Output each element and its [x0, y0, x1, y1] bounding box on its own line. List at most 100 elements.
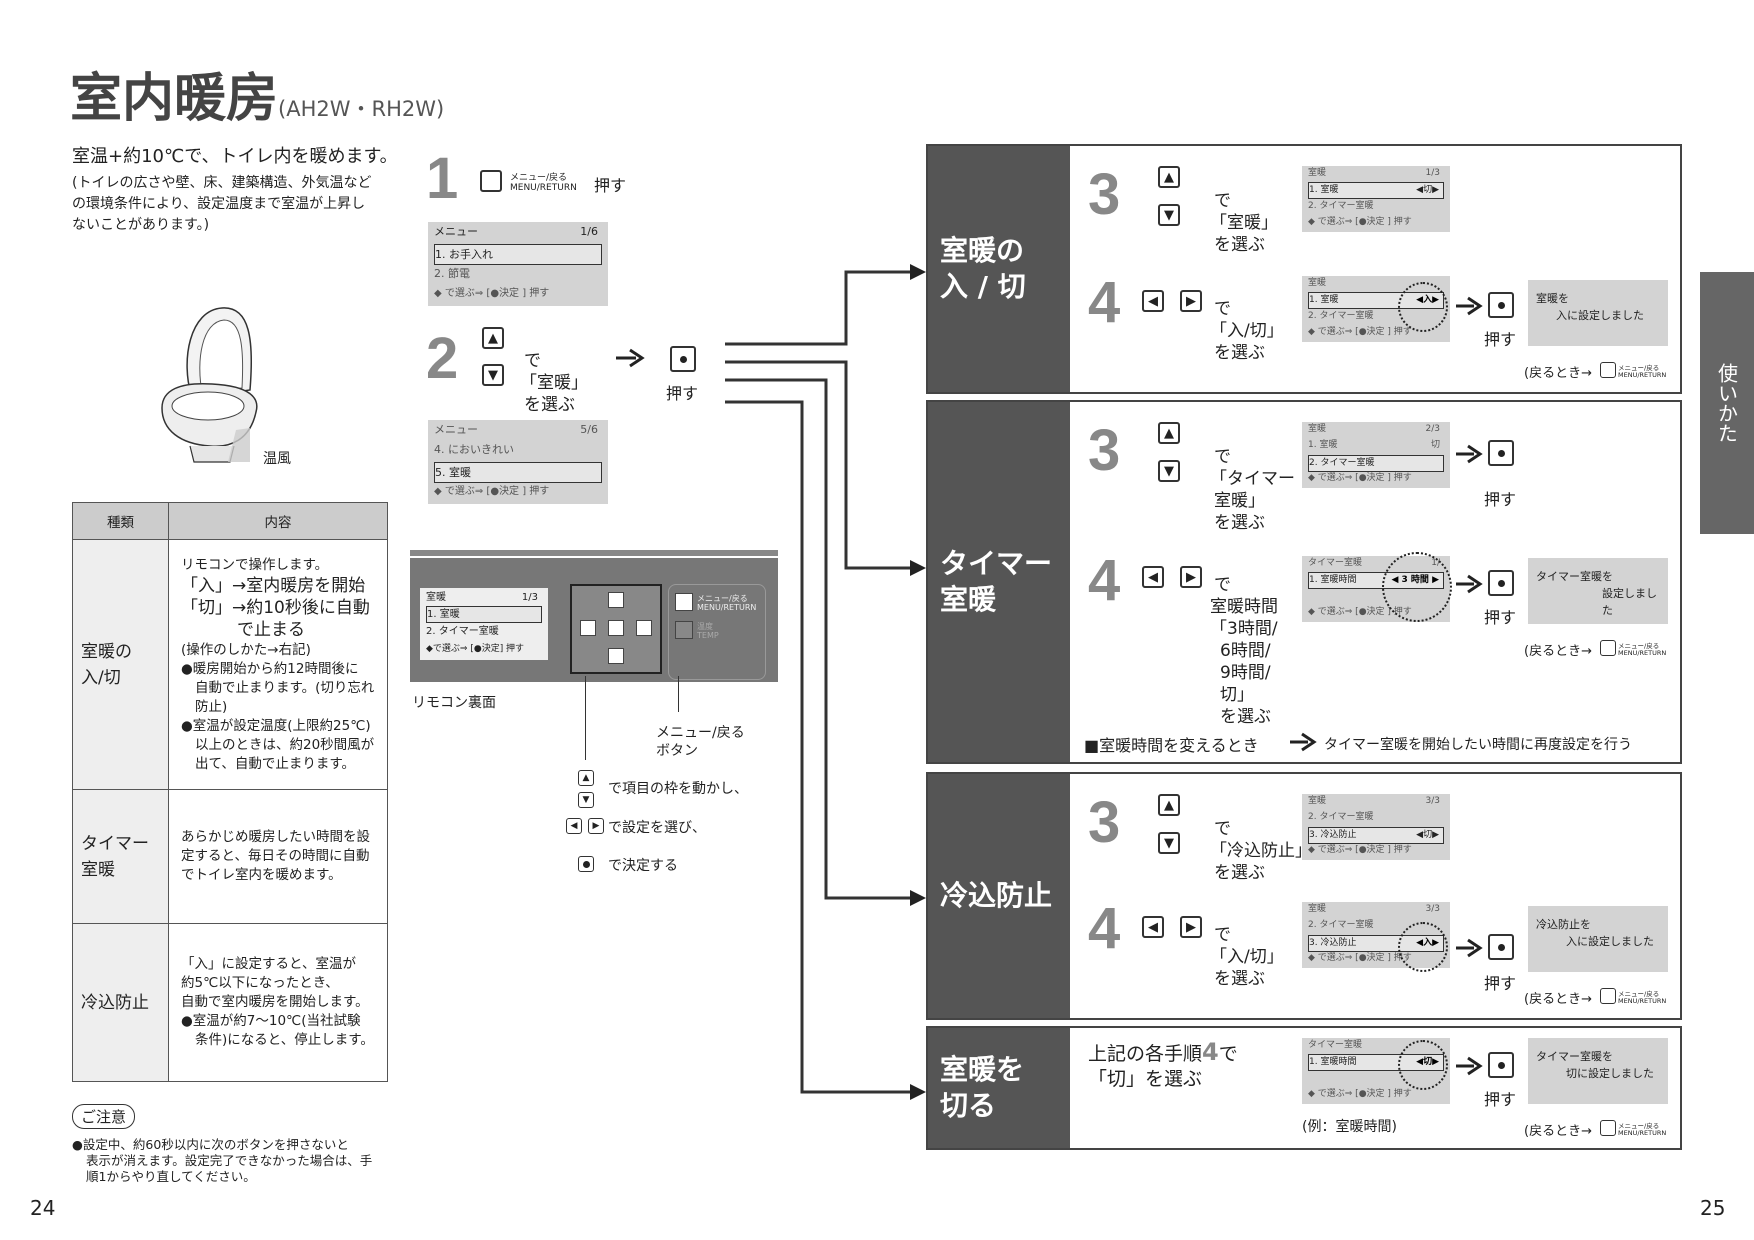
button-label: メニュー/戻る: [1618, 990, 1660, 998]
menu-return-button[interactable]: [1600, 988, 1616, 1004]
button-label: メニュー/戻る: [1618, 642, 1660, 650]
table-value: あらかじめ暖房したい時間を設 定すると、毎日その時間に自動 でトイレ室内を暖めま…: [168, 789, 388, 924]
step-text: を選ぶ: [524, 395, 575, 415]
down-button[interactable]: ▼: [1158, 204, 1180, 226]
arrow-right-icon: [1456, 574, 1483, 594]
msg-line: 室暖を: [1536, 292, 1569, 305]
enter-button[interactable]: [1488, 570, 1514, 596]
up-button[interactable]: ▲: [482, 327, 504, 349]
value-line: でトイレ室内を暖めます。: [181, 867, 342, 883]
left-button[interactable]: ◀: [1142, 916, 1164, 938]
enter-button[interactable]: [1488, 440, 1514, 466]
remote-menu-button[interactable]: [675, 593, 693, 611]
msg-line: 入に設定しました: [1556, 309, 1644, 322]
lcd-head-text: 室暖: [426, 592, 446, 603]
lcd-head: 室暖: [1308, 278, 1327, 288]
down-button[interactable]: ▼: [1158, 460, 1180, 482]
panel-label-line: 室暖: [940, 583, 997, 616]
table-row: タイマー 室暖 あらかじめ暖房したい時間を設 定すると、毎日その時間に自動 でト…: [72, 789, 388, 924]
table-row: 室暖の 入/切 リモコンで操作します。 「入」→室内暖房を開始 「切」→約10秒…: [72, 539, 388, 790]
step-text: を選ぶ: [1214, 235, 1265, 255]
key-line: 室暖: [81, 859, 115, 880]
lcd-foot: ◆ で選ぶ⇒ [●決定 ] 押す: [434, 288, 550, 299]
right-button[interactable]: ▶: [1180, 916, 1202, 938]
step-text: 「室暖」: [1210, 213, 1278, 233]
step-text: で: [1214, 299, 1231, 319]
enter-button[interactable]: [1488, 1052, 1514, 1078]
button-label: メニュー/戻る: [1618, 1122, 1660, 1130]
turnoff-text: 上記の各手順: [1088, 1043, 1203, 1065]
back-hint: (戻るとき→: [1524, 992, 1592, 1007]
value-line: 「入」に設定すると、室温が: [181, 956, 356, 972]
right-button[interactable]: ▶: [1180, 290, 1202, 312]
down-button[interactable]: ▼: [482, 364, 504, 386]
highlight-circle: [1382, 552, 1452, 622]
dpad-enter[interactable]: [608, 620, 624, 636]
table-value: リモコンで操作します。 「入」→室内暖房を開始 「切」→約10秒後に自動 で止ま…: [168, 539, 388, 790]
step-action: 押す: [594, 176, 627, 195]
confirm-message: タイマー室暖を 設定しました: [1528, 558, 1668, 624]
arrow-right-icon: [1290, 732, 1317, 752]
lcd-row: 2. タイマー室暖: [1308, 201, 1374, 211]
dpad-right[interactable]: [636, 620, 652, 636]
menu-return-button[interactable]: [1600, 640, 1616, 656]
msg-line: タイマー室暖を: [1536, 570, 1613, 583]
dpad-left[interactable]: [580, 620, 596, 636]
table-key: 冷込防止: [72, 923, 169, 1082]
enter-button[interactable]: [1488, 292, 1514, 318]
step-text: 「冷込防止」: [1210, 841, 1312, 861]
remote-temp-button[interactable]: [675, 621, 693, 639]
step-action: 押す: [1484, 490, 1517, 509]
arrow-right-icon: [1456, 296, 1483, 316]
step-text: を選ぶ: [1214, 969, 1265, 989]
left-button[interactable]: ◀: [1142, 290, 1164, 312]
up-button[interactable]: ▲: [1158, 422, 1180, 444]
lcd-value: 切: [1430, 440, 1440, 450]
step-action: 押す: [666, 384, 699, 403]
timer-change-note-action: タイマー室暖を開始したい時間に再度設定を行う: [1324, 737, 1632, 753]
flow-connectors: [725, 264, 926, 1100]
left-icon: ◀: [566, 818, 582, 834]
dpad-up[interactable]: [608, 592, 624, 608]
value-line: 「入」→室内暖房を開始: [181, 575, 366, 596]
lcd-row-text: 1. 室暖: [1309, 185, 1339, 195]
remote-menu-label: メニュー/戻る: [697, 594, 748, 603]
up-icon: ▲: [578, 770, 594, 786]
step-number: 1: [426, 146, 459, 211]
menu-return-button[interactable]: [1600, 1120, 1616, 1136]
lcd-head-text: 室暖: [1308, 168, 1327, 178]
right-button[interactable]: ▶: [1180, 566, 1202, 588]
table-header-row: 種類 内容: [72, 502, 388, 540]
lcd-row-text: 1. 室暖: [1308, 440, 1338, 450]
lcd-foot: ◆ で選ぶ⇒ [●決定 ] 押す: [1308, 217, 1412, 227]
arrow-right-icon: [616, 348, 645, 368]
lcd-row-text: 3. 冷込防止: [1309, 938, 1357, 948]
up-button[interactable]: ▲: [1158, 794, 1180, 816]
remote-temp-label: TEMP: [697, 631, 719, 640]
up-button[interactable]: ▲: [1158, 166, 1180, 188]
left-button[interactable]: ◀: [1142, 566, 1164, 588]
lcd-page: 2/3: [1425, 424, 1440, 434]
menu-return-button[interactable]: [480, 170, 502, 192]
menu-return-button[interactable]: [1600, 362, 1616, 378]
step-number: 4: [1088, 548, 1121, 613]
step-text: で: [1214, 925, 1231, 945]
value-line: あらかじめ暖房したい時間を設: [181, 829, 370, 845]
arrow-right-icon: [1456, 1056, 1483, 1076]
enter-button[interactable]: [670, 346, 696, 372]
key-line: 入/切: [81, 667, 121, 688]
down-button[interactable]: ▼: [1158, 832, 1180, 854]
enter-button[interactable]: [1488, 934, 1514, 960]
dpad-down[interactable]: [608, 648, 624, 664]
dpad-frame: [570, 584, 662, 674]
lcd-page: 3/3: [1425, 904, 1440, 914]
down-icon: ▼: [578, 792, 594, 808]
panel-label: 冷込防止: [928, 774, 1070, 1018]
remote-caption: リモコン裏面: [412, 695, 496, 711]
value-line: ●室温が設定温度(上限約25℃): [181, 717, 371, 734]
button-label: メニュー/戻る: [510, 173, 568, 183]
panel-label-line: 入 / 切: [940, 270, 1026, 303]
step-text: で: [1214, 819, 1231, 839]
